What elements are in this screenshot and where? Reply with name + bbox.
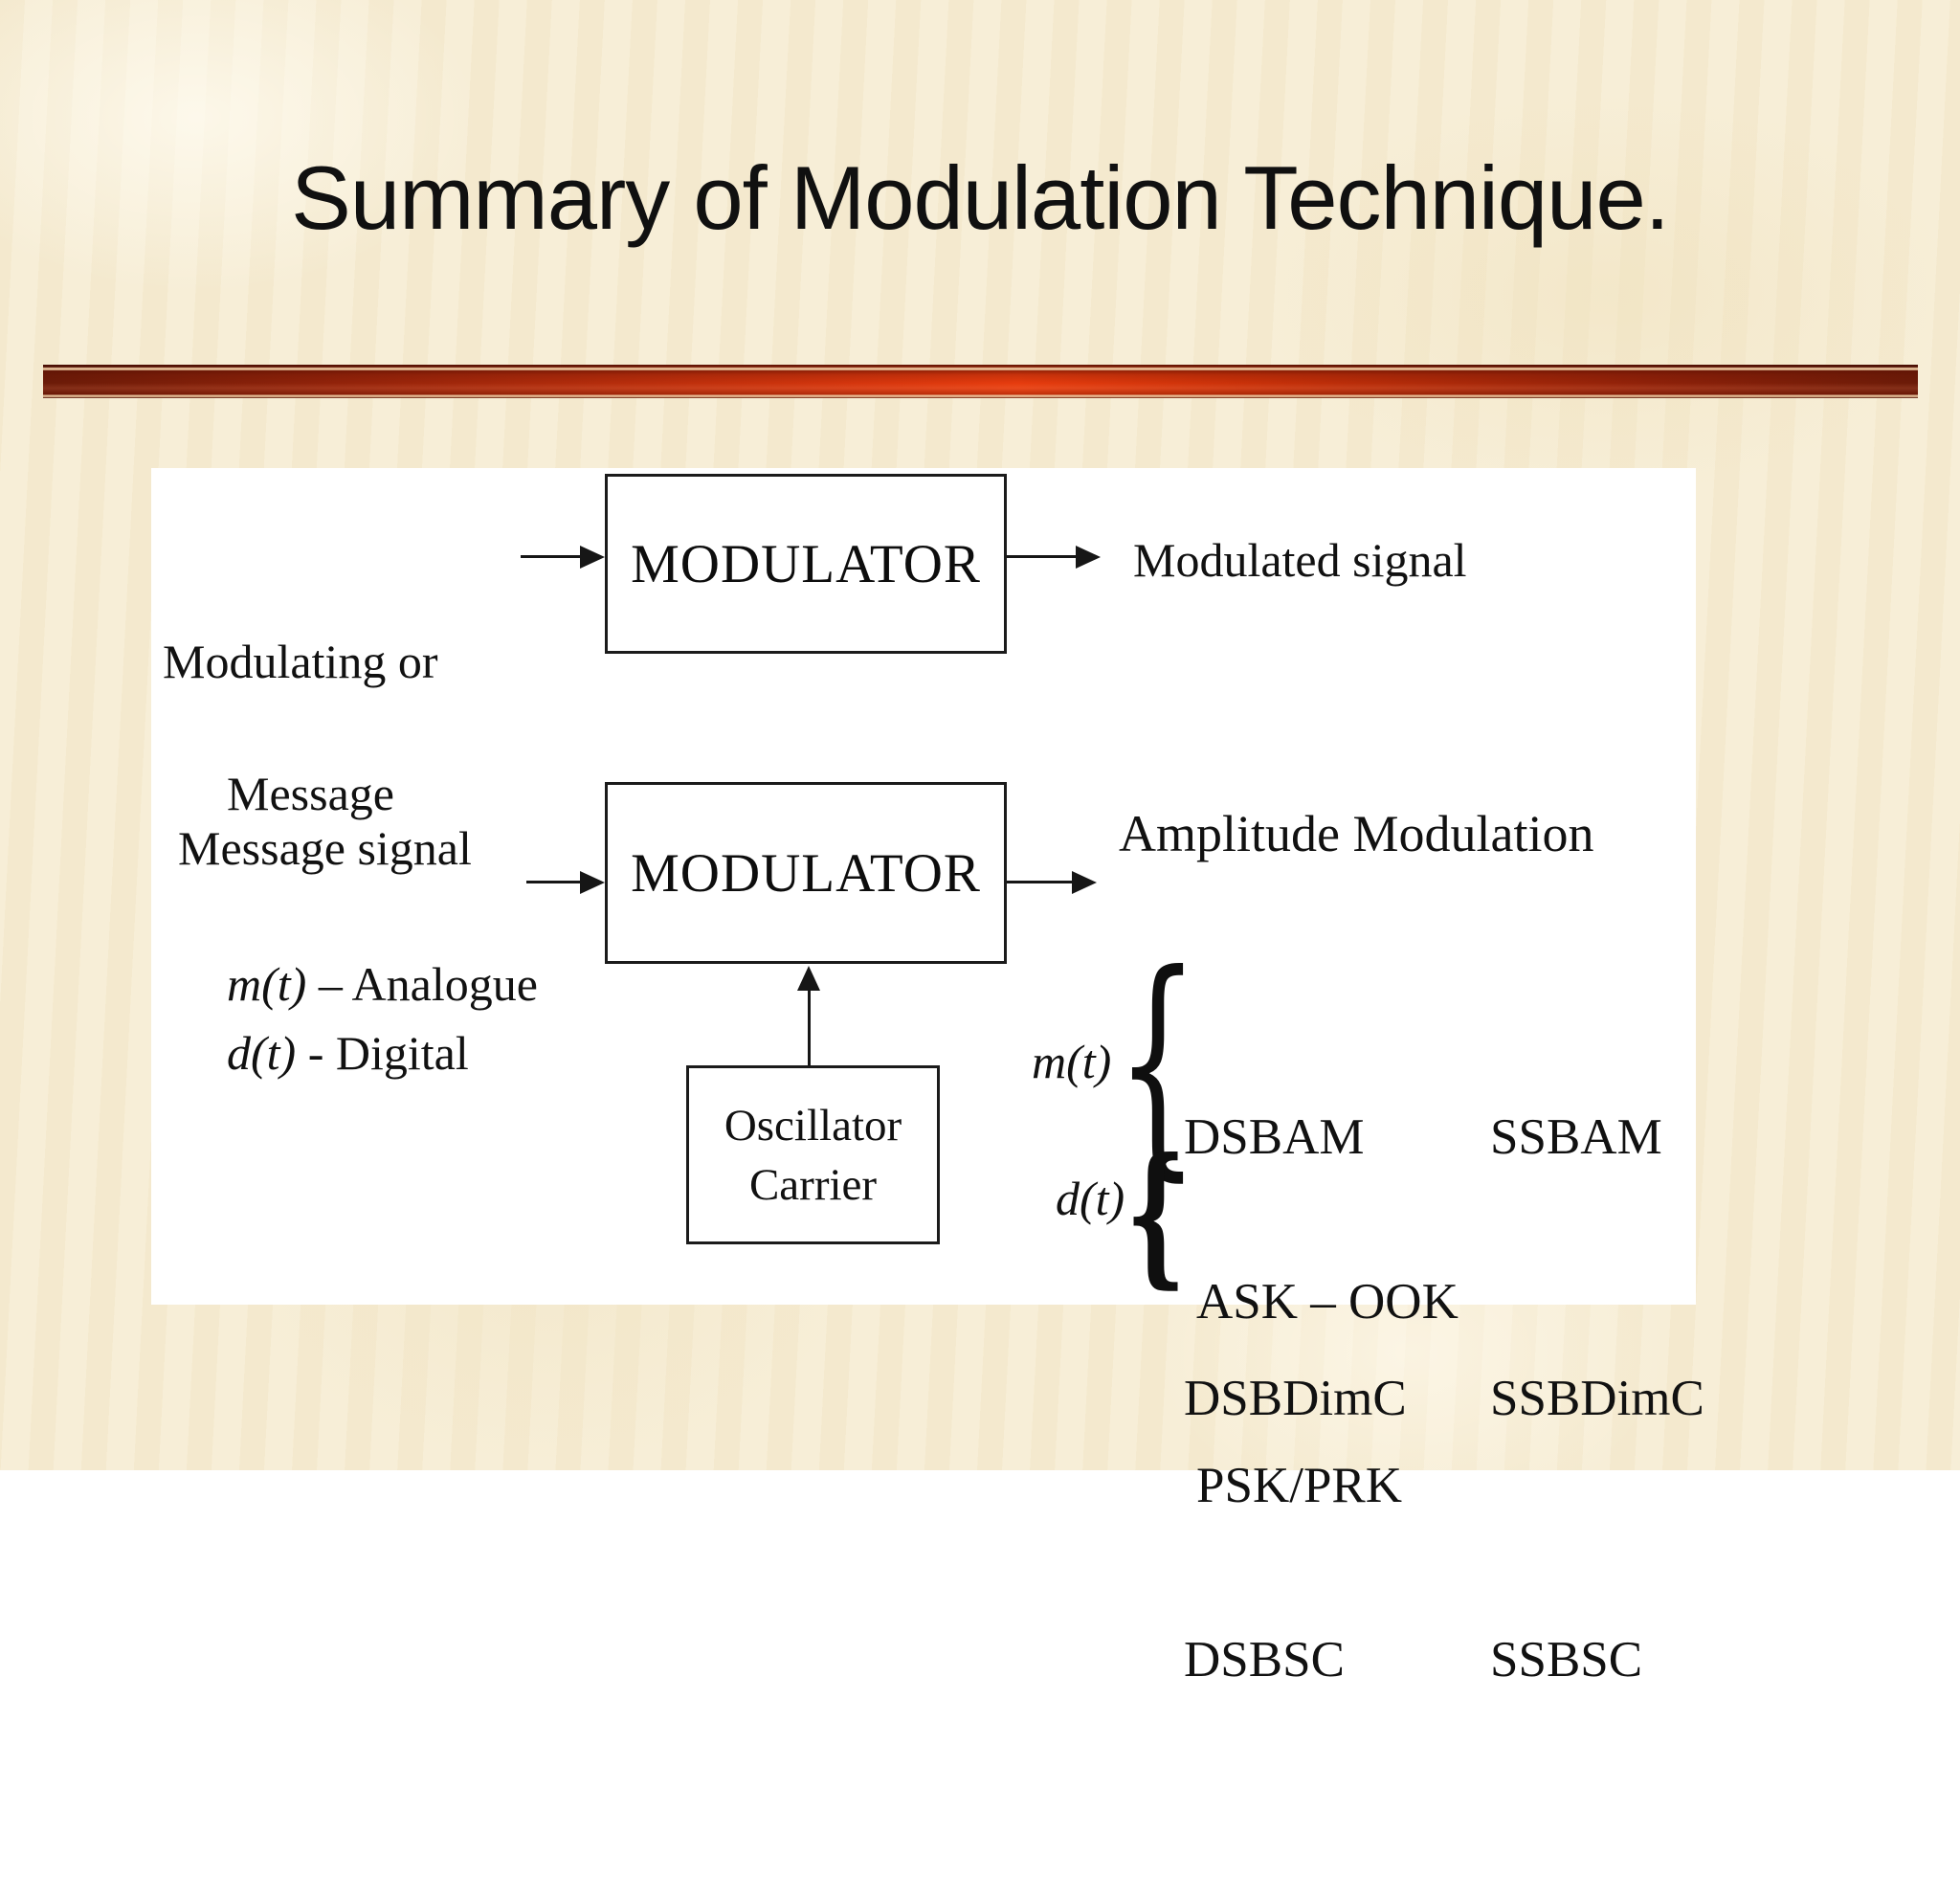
slide-title: Summary of Modulation Technique. — [291, 147, 1670, 248]
dt-math-symbol: d(t) — [227, 1026, 297, 1080]
curly-brace-glyph: { — [1116, 923, 1200, 1201]
mt-brace-symbol: m(t) — [1032, 1035, 1112, 1088]
digital-text: - Digital — [296, 1026, 469, 1080]
modulating-signal-line2: Message signal — [178, 821, 472, 875]
list-item: DSBAM — [1184, 1109, 1365, 1165]
modulating-signal-line1: Modulating or — [163, 635, 438, 688]
analogue-text: – Analogue — [306, 957, 538, 1011]
oscillator-label: Oscillator — [724, 1100, 902, 1151]
arrowhead-right-icon — [580, 871, 605, 894]
mt-math-symbol: m(t) — [227, 957, 307, 1011]
oscillator-feed-line — [808, 991, 811, 1065]
arrowhead-right-icon — [580, 546, 605, 569]
modulating-signal-label: Modulating or Message signal — [163, 506, 472, 1004]
list-item: SSBAM — [1490, 1109, 1662, 1165]
arrow-right-input1 — [521, 555, 582, 558]
modulator-1-label: MODULATOR — [631, 533, 981, 594]
modulator-box-1: MODULATOR — [605, 474, 1007, 654]
arrow-right-output1 — [1007, 555, 1078, 558]
oscillator-carrier-box: Oscillator Carrier — [686, 1065, 940, 1244]
arrowhead-right-icon — [1076, 546, 1101, 569]
digital-message-label: d(t) - Digital — [155, 960, 469, 1147]
digital-keying-list: ASK – OOK PSK/PRK — [1196, 1149, 1459, 1639]
red-divider-bar — [43, 365, 1918, 398]
amplitude-modulation-heading: Amplitude Modulation — [1119, 805, 1594, 862]
arrowhead-right-icon — [1072, 871, 1097, 894]
list-item: DSBDimC — [1184, 1371, 1407, 1426]
list-item: SSBSC — [1490, 1632, 1643, 1688]
curly-brace-icon: { — [1125, 1126, 1187, 1303]
message-heading: Message — [227, 767, 394, 820]
carrier-label: Carrier — [748, 1159, 878, 1210]
modulator-2-label: MODULATOR — [631, 842, 981, 904]
list-item: PSK/PRK — [1196, 1458, 1403, 1513]
modulated-signal-label: Modulated signal — [1133, 533, 1467, 587]
ssb-types-list: SSBAM SSBDimC SSBSC — [1490, 920, 1704, 1878]
arrow-right-output2 — [1007, 881, 1074, 883]
diagram-panel: Modulating or Message signal MODULATOR M… — [151, 468, 1704, 1688]
modulator-box-2: MODULATOR — [605, 782, 1007, 964]
list-item: SSBDimC — [1490, 1371, 1704, 1426]
curly-brace-glyph: { — [1125, 1126, 1187, 1303]
curly-brace-icon: { — [1116, 943, 1199, 1182]
list-item: ASK – OOK — [1196, 1274, 1459, 1330]
arrow-right-input2 — [526, 881, 582, 883]
arrowhead-up-icon — [797, 966, 820, 991]
dt-brace-symbol: d(t) — [1056, 1172, 1125, 1225]
slide-background: Summary of Modulation Technique. Modulat… — [0, 0, 1960, 1688]
analogue-message-label: m(t) – Analogue — [155, 891, 538, 1078]
